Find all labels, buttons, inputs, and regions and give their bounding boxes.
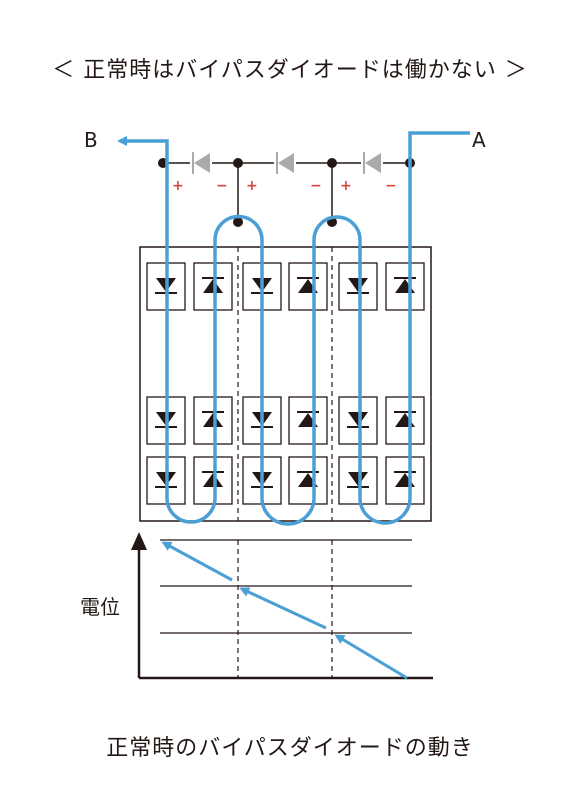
current-path [117, 131, 470, 526]
polarity-marks: + − + − + − [172, 178, 397, 194]
plus-sign: + [246, 178, 258, 194]
solar-cell [288, 456, 328, 505]
solar-cell [385, 456, 425, 505]
solar-cell [385, 262, 425, 311]
solar-cell [338, 456, 378, 505]
plus-sign: + [172, 178, 184, 194]
solar-cell-grid [146, 262, 425, 505]
minus-sign: − [385, 178, 397, 194]
solar-cell [288, 262, 328, 311]
plus-sign: + [340, 178, 352, 194]
bypass-diode-1 [190, 152, 212, 174]
solar-cell [288, 396, 328, 445]
solar-panel-frame [139, 246, 432, 522]
bypass-diode-3 [361, 152, 383, 174]
solar-cell [385, 396, 425, 445]
potential-graph [131, 532, 433, 680]
potential-axis-label: 電位 [80, 595, 120, 619]
diagram-title: ＜ 正常時はバイパスダイオードは働かない ＞ [52, 58, 528, 83]
potential-arrow [334, 634, 408, 680]
minus-sign: − [216, 178, 228, 194]
solar-cell [193, 262, 233, 311]
bypass-diode-2 [274, 152, 296, 174]
solar-cell [193, 396, 233, 445]
y-axis-arrow [131, 532, 147, 550]
terminal-b-label: B [84, 128, 98, 152]
diagram-caption: 正常時のバイパスダイオードの動き [106, 736, 474, 761]
solar-cell [338, 262, 378, 311]
terminal-a-label: A [472, 128, 486, 152]
potential-arrow [239, 587, 327, 630]
solar-cell [338, 396, 378, 445]
potential-arrow [161, 541, 233, 582]
solar-cell [193, 456, 233, 505]
minus-sign: − [310, 178, 322, 194]
